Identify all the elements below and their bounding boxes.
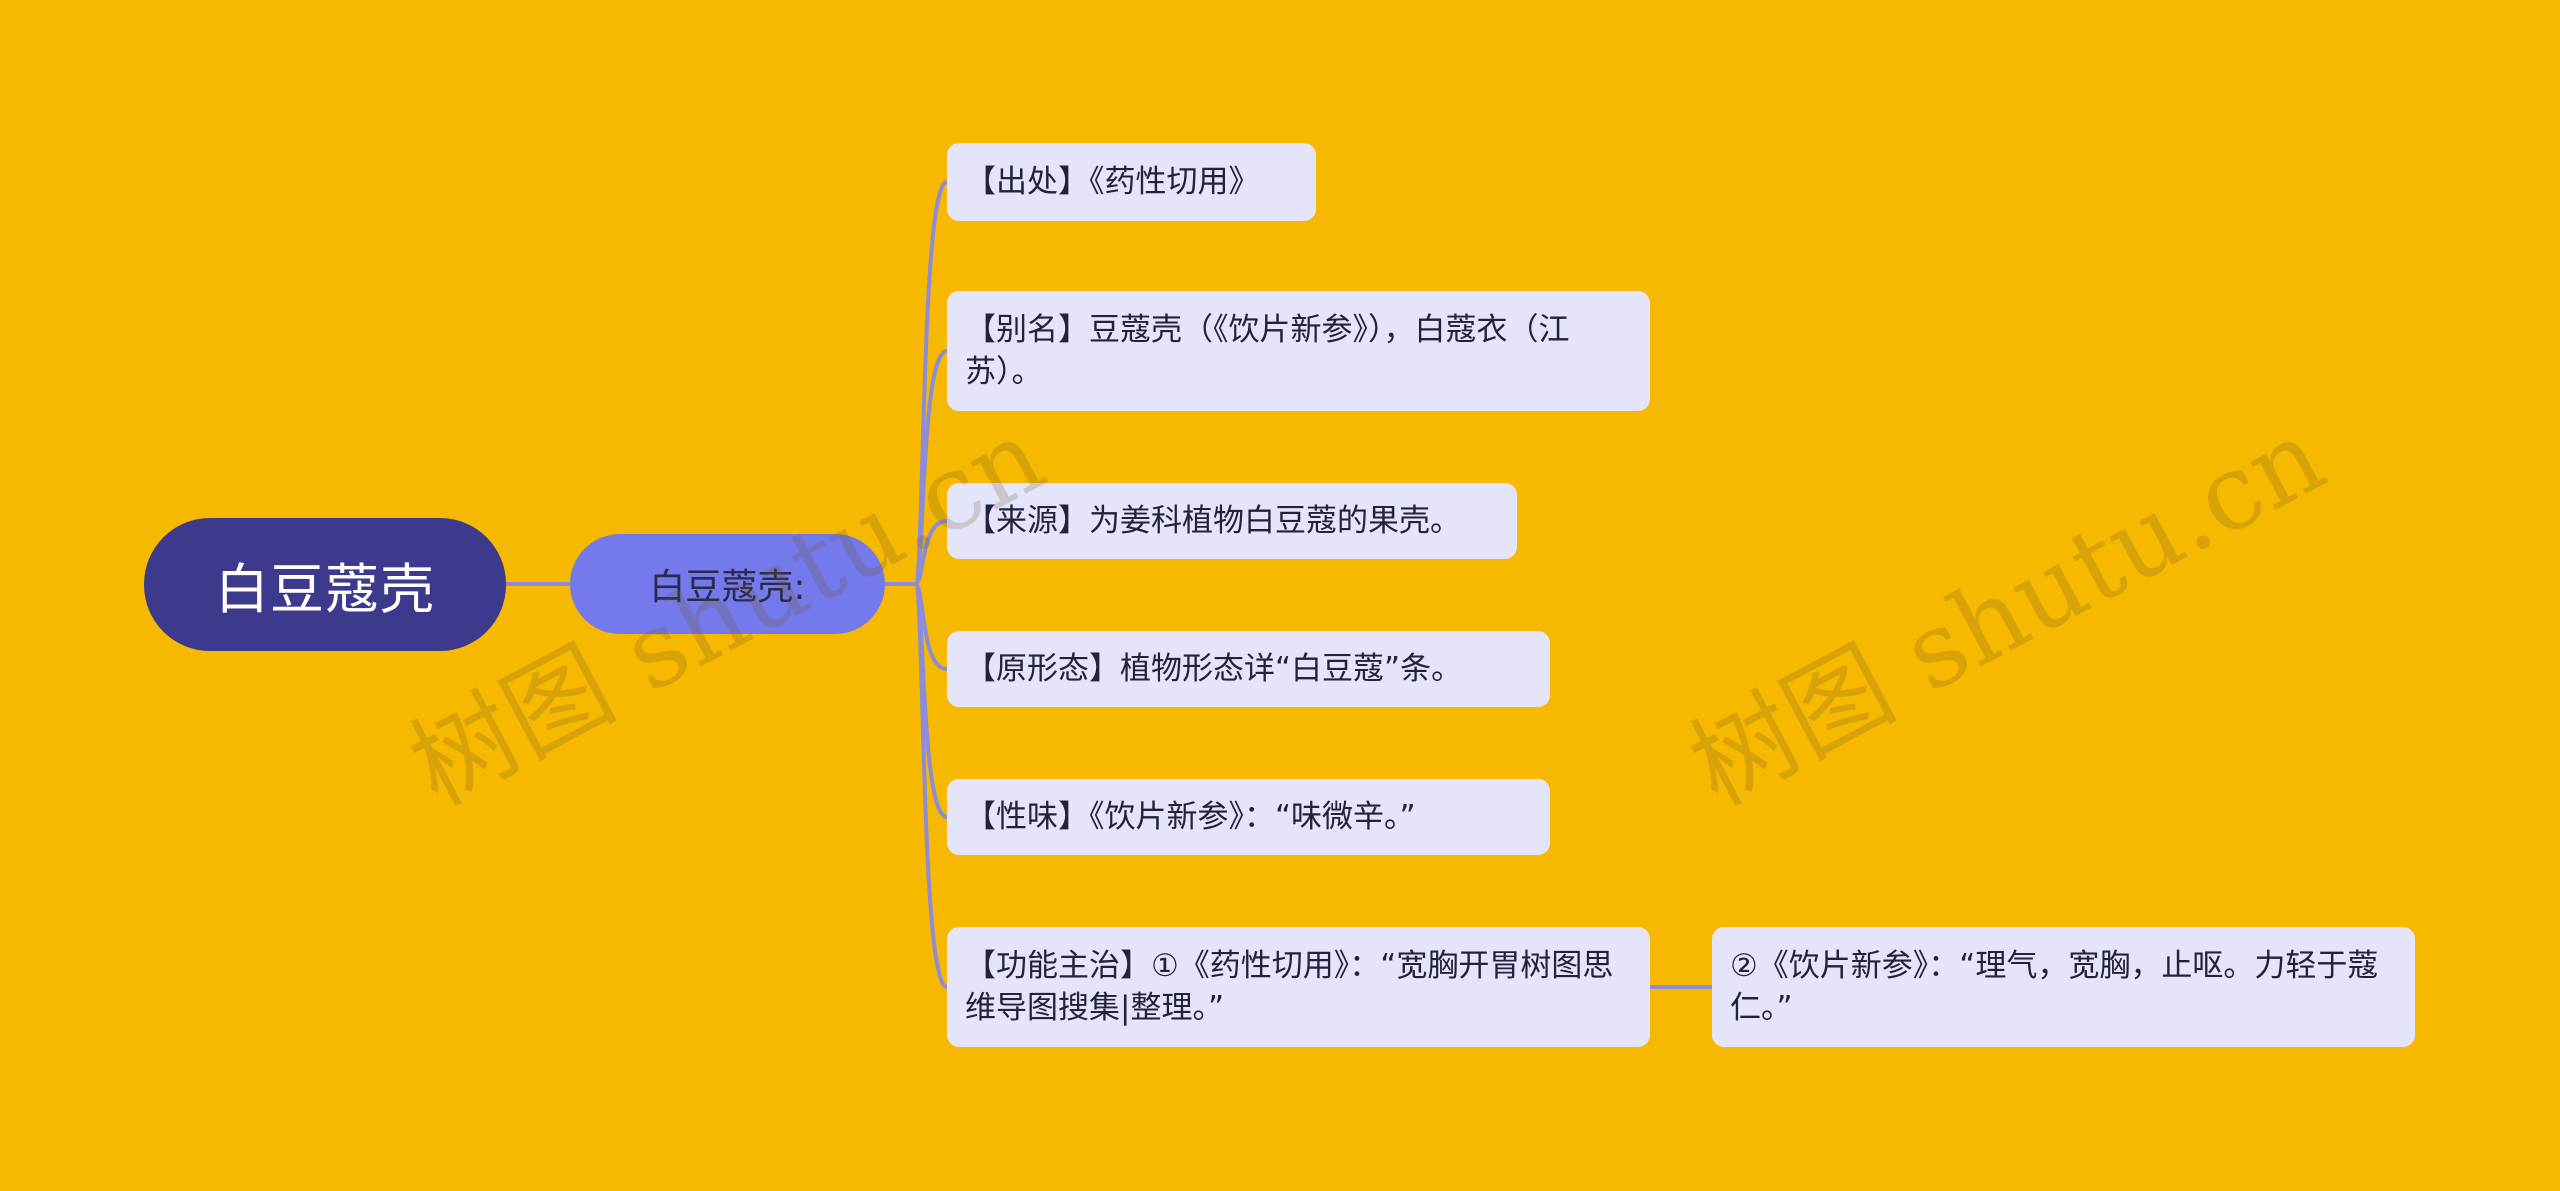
leaf-topic-taste[interactable]: 【性味】《饮片新参》：“味微辛。” [947, 779, 1550, 855]
leaf-topic-text: 【性味】《饮片新参》：“味微辛。” [965, 799, 1416, 835]
branch-topic[interactable]: 白豆蔻壳: [570, 534, 885, 634]
leaf-topic-source[interactable]: 【出处】《药性切用》 [947, 143, 1316, 221]
leaf-topic-text: 【来源】为姜科植物白豆蔻的果壳。 [965, 503, 1461, 539]
leaf-topic-alias[interactable]: 【别名】豆蔻壳（《饮片新参》），白蔻衣（江苏）。 [947, 291, 1650, 411]
leaf-topic-text: 【功能主治】①《药性切用》：“宽胸开胃树图思维导图搜集|整理。” [965, 948, 1614, 1026]
connector-to-leaf-2 [913, 519, 949, 586]
leaf-topic-functions-detail[interactable]: ②《饮片新参》：“理气，宽胸，止呕。力轻于蔻仁。” [1712, 927, 2415, 1047]
leaf-topic-text: 【原形态】植物形态详“白豆蔻”条。 [965, 651, 1463, 687]
connector-to-leaf-1 [913, 349, 949, 586]
leaf-topic-origin[interactable]: 【来源】为姜科植物白豆蔻的果壳。 [947, 483, 1517, 559]
leaf-topic-functions[interactable]: 【功能主治】①《药性切用》：“宽胸开胃树图思维导图搜集|整理。” [947, 927, 1650, 1047]
leaf-topic-text: 【别名】豆蔻壳（《饮片新参》），白蔻衣（江苏）。 [965, 312, 1570, 390]
leaf-topic-text: 【出处】《药性切用》 [965, 164, 1260, 200]
leaf-topic-text: ②《饮片新参》：“理气，宽胸，止呕。力轻于蔻仁。” [1730, 948, 2379, 1026]
root-topic-label: 白豆蔻壳 [215, 558, 435, 621]
leaf-topic-morphology[interactable]: 【原形态】植物形态详“白豆蔻”条。 [947, 631, 1550, 707]
branch-topic-label: 白豆蔻壳: [649, 567, 806, 608]
root-topic[interactable]: 白豆蔻壳 [144, 518, 506, 651]
connector-to-leaf-5 [913, 582, 949, 989]
